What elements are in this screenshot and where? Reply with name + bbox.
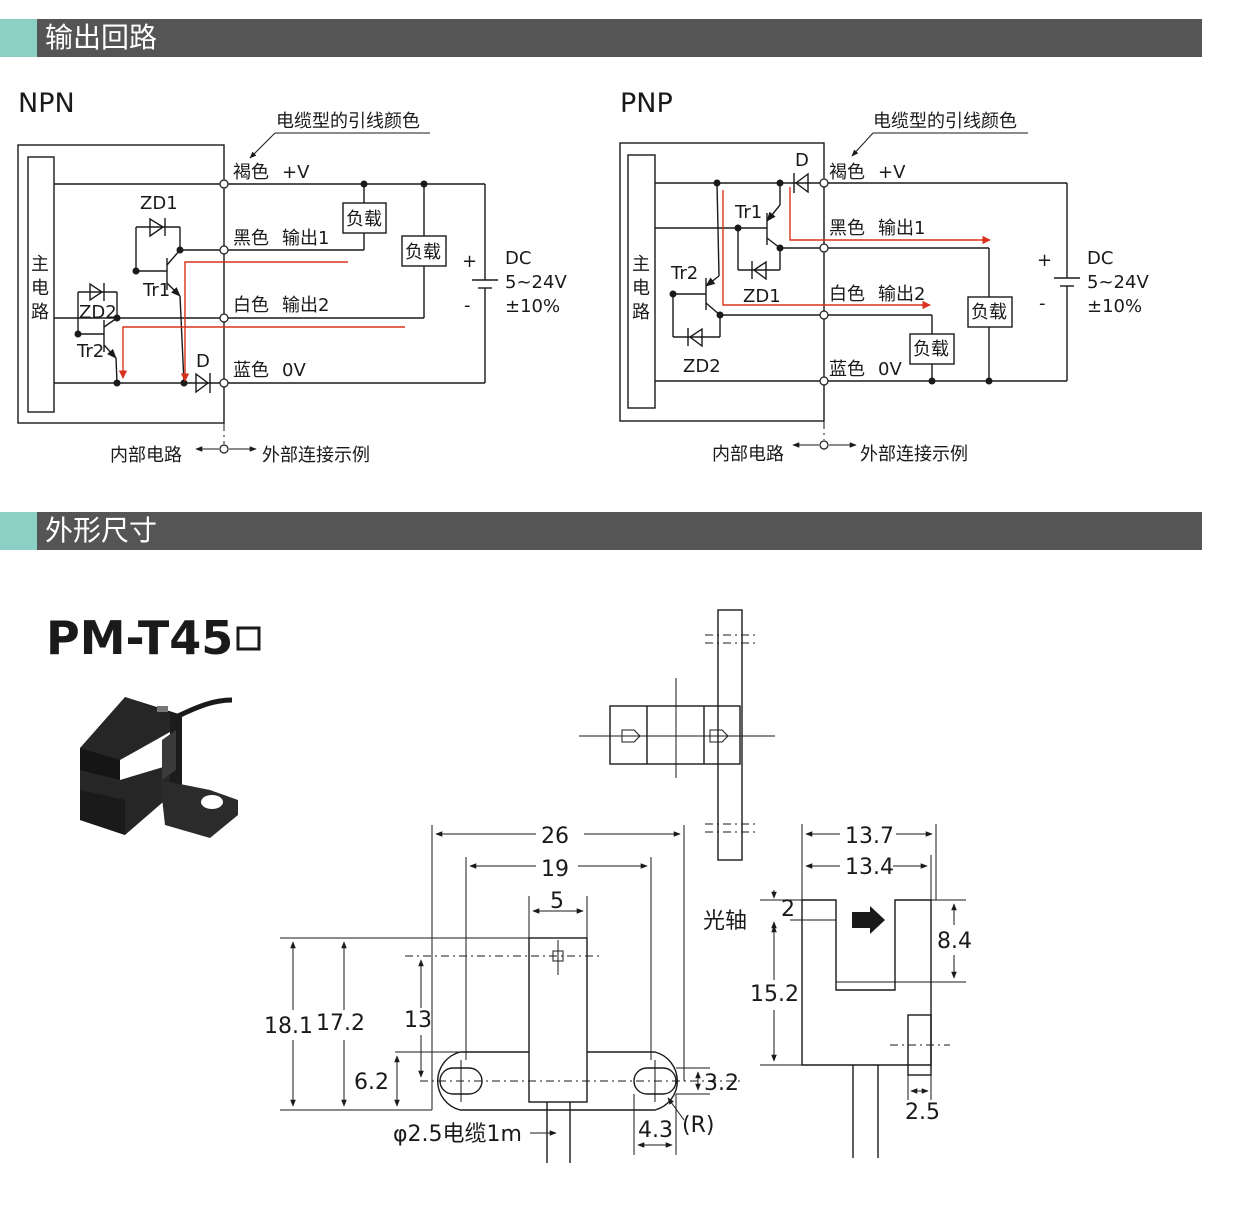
model-block: PM-T45 <box>46 611 261 665</box>
load-box <box>967 296 1013 328</box>
zd1-label: ZD1 <box>743 286 781 307</box>
output1-label: 输出1 <box>878 218 925 239</box>
header-accent <box>0 512 37 550</box>
main-circuit-block <box>627 154 656 409</box>
model-suffix-box <box>236 626 261 651</box>
internal-circuit-label: 内部电路 <box>110 445 182 466</box>
front-view-drawing: 26 19 5 18.1 17.2 13 6.2 3.2 4.3 (R) <box>264 824 740 1163</box>
main-circuit-label: 路 <box>632 302 650 323</box>
top-view-drawing <box>579 609 775 861</box>
model-name: PM-T45 <box>46 611 233 665</box>
dim-17-2: 17.2 <box>316 1011 365 1036</box>
internal-circuit-box <box>619 142 825 422</box>
zero-v-label: 0V <box>282 360 306 381</box>
tr1-label: Tr1 <box>734 202 762 223</box>
npn-title: NPN <box>18 88 75 119</box>
tr2-label: Tr2 <box>670 263 698 284</box>
dim-6-2: 6.2 <box>354 1070 389 1095</box>
zd2-label: ZD2 <box>79 302 117 323</box>
radius-label: (R) <box>682 1113 714 1138</box>
pnp-circuit: PNP 电缆型的引线颜色 主 电 路 褐色 +V 黑色 输出1 白色 输出2 蓝… <box>619 88 1149 465</box>
wire-white-label: 白色 <box>233 295 269 316</box>
plus-sign: + <box>462 251 477 272</box>
plus-v-label: +V <box>282 162 310 183</box>
internal-circuit-box <box>17 144 225 424</box>
wire-brown-label: 褐色 <box>233 162 269 183</box>
dim-3-2: 3.2 <box>704 1071 739 1096</box>
section-title: 外形尺寸 <box>45 514 158 547</box>
main-circuit-label: 路 <box>31 302 49 323</box>
internal-circuit-label: 内部电路 <box>712 444 784 465</box>
load-label: 负载 <box>971 302 1007 323</box>
main-circuit-block <box>27 156 55 413</box>
d-label: D <box>795 150 809 171</box>
tr1-label: Tr1 <box>142 280 170 301</box>
dim-8-4: 8.4 <box>937 929 972 954</box>
d-label: D <box>196 351 210 372</box>
tr2-label: Tr2 <box>76 341 104 362</box>
load-label: 负载 <box>913 339 949 360</box>
cable-color-label: 电缆型的引线颜色 <box>276 111 420 132</box>
zd1-label: ZD1 <box>140 193 178 214</box>
main-circuit-label: 主 <box>632 254 650 275</box>
load-label: 负载 <box>405 242 441 263</box>
dim-2-5: 2.5 <box>905 1100 940 1125</box>
wire-white-label: 白色 <box>829 284 865 305</box>
section-header-output-circuit: 输出回路 <box>0 19 1202 57</box>
section-title: 输出回路 <box>45 21 158 54</box>
cable-label: φ2.5电缆1m <box>393 1122 522 1147</box>
optical-axis-label: 光轴 <box>703 909 747 934</box>
main-circuit-label: 主 <box>31 254 49 275</box>
side-view-drawing: 13.7 13.4 光轴 2 15.2 8.4 2.5 <box>703 824 972 1158</box>
dim-13-4: 13.4 <box>845 855 894 880</box>
cable-color-label: 电缆型的引线颜色 <box>873 111 1017 132</box>
external-connection-label: 外部连接示例 <box>262 445 370 466</box>
dim-15-2: 15.2 <box>750 982 799 1007</box>
pnp-title: PNP <box>620 88 673 119</box>
main-circuit-label: 电 <box>31 278 49 299</box>
tolerance-label: ±10% <box>505 296 560 317</box>
voltage-label: 5~24V <box>505 272 567 293</box>
dim-4-3: 4.3 <box>638 1118 673 1143</box>
minus-sign: - <box>1039 293 1046 314</box>
plus-sign: + <box>1037 250 1052 271</box>
wire-black-label: 黑色 <box>233 228 269 249</box>
zd2-label: ZD2 <box>683 356 721 377</box>
header-accent <box>0 19 37 57</box>
dim-13-7: 13.7 <box>845 824 894 849</box>
plus-v-label: +V <box>878 162 906 183</box>
zero-v-label: 0V <box>878 359 902 380</box>
dim-5: 5 <box>550 889 564 914</box>
dim-26: 26 <box>541 824 569 849</box>
tolerance-label: ±10% <box>1087 296 1142 317</box>
main-circuit-label: 电 <box>632 278 650 299</box>
dc-label: DC <box>1087 248 1113 269</box>
load-label: 负载 <box>346 209 382 230</box>
wire-blue-label: 蓝色 <box>829 359 865 380</box>
output2-label: 输出2 <box>282 295 329 316</box>
output1-label: 输出1 <box>282 228 329 249</box>
dc-label: DC <box>505 248 531 269</box>
wire-brown-label: 褐色 <box>829 162 865 183</box>
external-connection-label: 外部连接示例 <box>860 444 968 465</box>
npn-circuit: NPN 电缆型的引线颜色 主 电 路 褐色 +V 黑色 输出1 白色 输出2 蓝… <box>17 88 567 466</box>
voltage-label: 5~24V <box>1087 272 1149 293</box>
dim-19: 19 <box>541 857 569 882</box>
wire-black-label: 黑色 <box>829 218 865 239</box>
dim-2: 2 <box>781 897 795 922</box>
dim-18-1: 18.1 <box>264 1014 313 1039</box>
minus-sign: - <box>464 295 471 316</box>
product-photo <box>80 697 238 838</box>
output2-label: 输出2 <box>878 284 925 305</box>
dim-13: 13 <box>404 1008 432 1033</box>
wire-blue-label: 蓝色 <box>233 360 269 381</box>
section-header-dimensions: 外形尺寸 <box>0 512 1202 550</box>
